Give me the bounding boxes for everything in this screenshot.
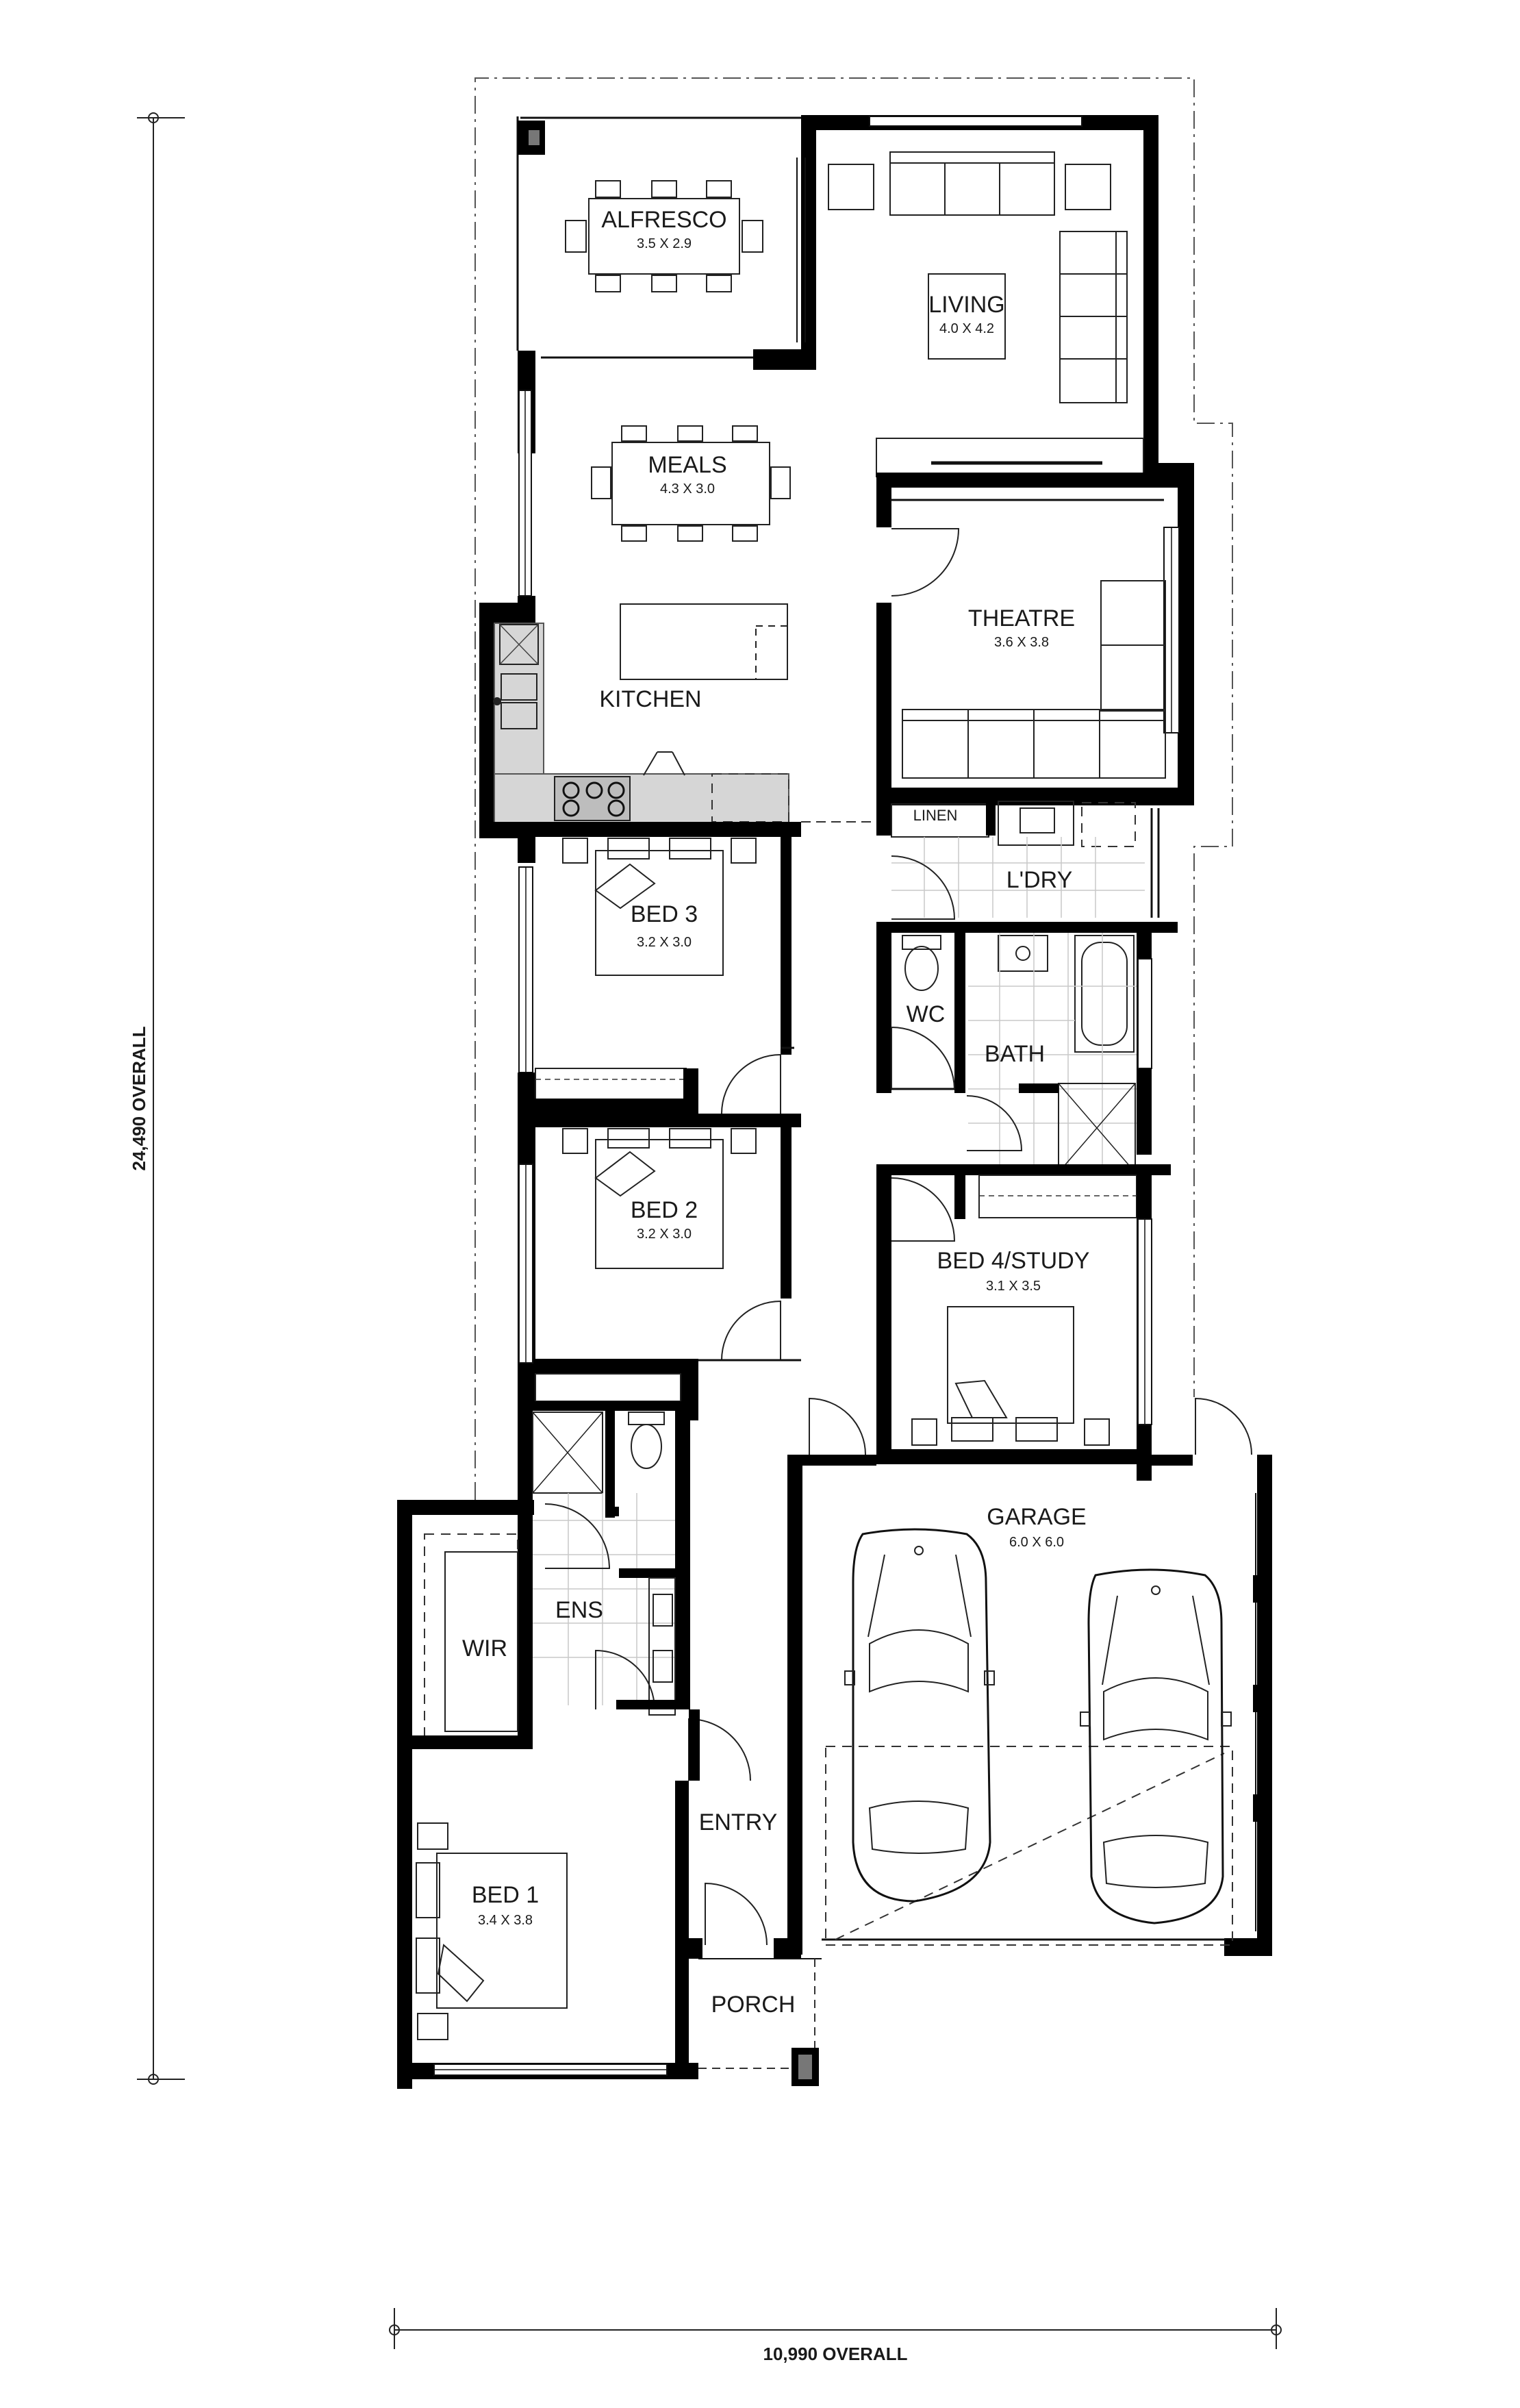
bath-label: BATH <box>985 1041 1045 1067</box>
bed2-room <box>518 1114 801 1420</box>
theatre-label: THEATRE <box>968 605 1075 631</box>
alfresco-label: ALFRESCO <box>601 207 726 233</box>
kitchen-label: KITCHEN <box>599 686 701 712</box>
bed1-label: BED 1 <box>472 1882 539 1908</box>
bed2-dims: 3.2 X 3.0 <box>637 1227 692 1242</box>
bed4-dims: 3.1 X 3.5 <box>986 1279 1041 1294</box>
entry-label: ENTRY <box>699 1809 778 1835</box>
wc-label: WC <box>907 1001 946 1027</box>
bath-tiles <box>968 933 1137 1164</box>
alfresco-dims: 3.5 X 2.9 <box>637 236 692 251</box>
linen-label: LINEN <box>913 807 958 824</box>
meals-dims: 4.3 X 3.0 <box>660 481 715 497</box>
meals-label: MEALS <box>648 452 726 478</box>
entry-porch-area <box>688 1709 822 2086</box>
bed4-study-room <box>876 1164 1152 1466</box>
garage-area <box>787 1397 1272 1956</box>
overall-depth-label: 24,490 OVERALL <box>129 1026 149 1170</box>
ensuite-room <box>518 1401 690 1716</box>
ensuite-tiles <box>533 1493 675 1705</box>
laundry-area <box>801 794 1165 920</box>
car-2 <box>1080 1568 1232 1924</box>
car-1 <box>844 1528 995 1903</box>
wc-room <box>876 922 965 1093</box>
theatre-dims: 3.6 X 3.8 <box>994 635 1049 650</box>
overall-depth-dimension: 24,490 OVERALL <box>129 112 185 2085</box>
alfresco-area <box>516 116 801 351</box>
porch-label: PORCH <box>711 1992 796 2018</box>
garage-dims: 6.0 X 6.0 <box>1009 1535 1064 1550</box>
bed3-dims: 3.2 X 3.0 <box>637 935 692 950</box>
ens-label: ENS <box>555 1597 603 1623</box>
bed3-room <box>518 822 801 1114</box>
wir-label: WIR <box>462 1635 507 1661</box>
living-room <box>753 115 1158 478</box>
bed1-dims: 3.4 X 3.8 <box>478 1913 533 1928</box>
garage-label: GARAGE <box>987 1504 1086 1530</box>
laundry-label: L'DRY <box>1006 867 1073 893</box>
lot-boundary <box>474 77 1233 1500</box>
meals-kitchen-area <box>479 351 791 838</box>
living-label: LIVING <box>928 292 1004 318</box>
living-dims: 4.0 X 4.2 <box>939 321 994 336</box>
alfresco-chairs <box>565 180 763 292</box>
bed3-label: BED 3 <box>631 901 698 927</box>
bed1-room <box>397 1781 698 2079</box>
bed2-label: BED 2 <box>631 1197 698 1223</box>
room-labels: ALFRESCO 3.5 X 2.9 LIVING 4.0 X 4.2 MEAL… <box>462 207 1090 2018</box>
bed4-label: BED 4/STUDY <box>937 1248 1090 1274</box>
laundry-tiles <box>891 837 1145 918</box>
overall-width-dimension: 10,990 OVERALL <box>389 2308 1282 2364</box>
walk-in-robe <box>397 1500 534 2089</box>
meals-chairs <box>591 425 791 542</box>
overall-width-label: 10,990 OVERALL <box>763 2344 908 2364</box>
bath-room <box>876 922 1178 1219</box>
